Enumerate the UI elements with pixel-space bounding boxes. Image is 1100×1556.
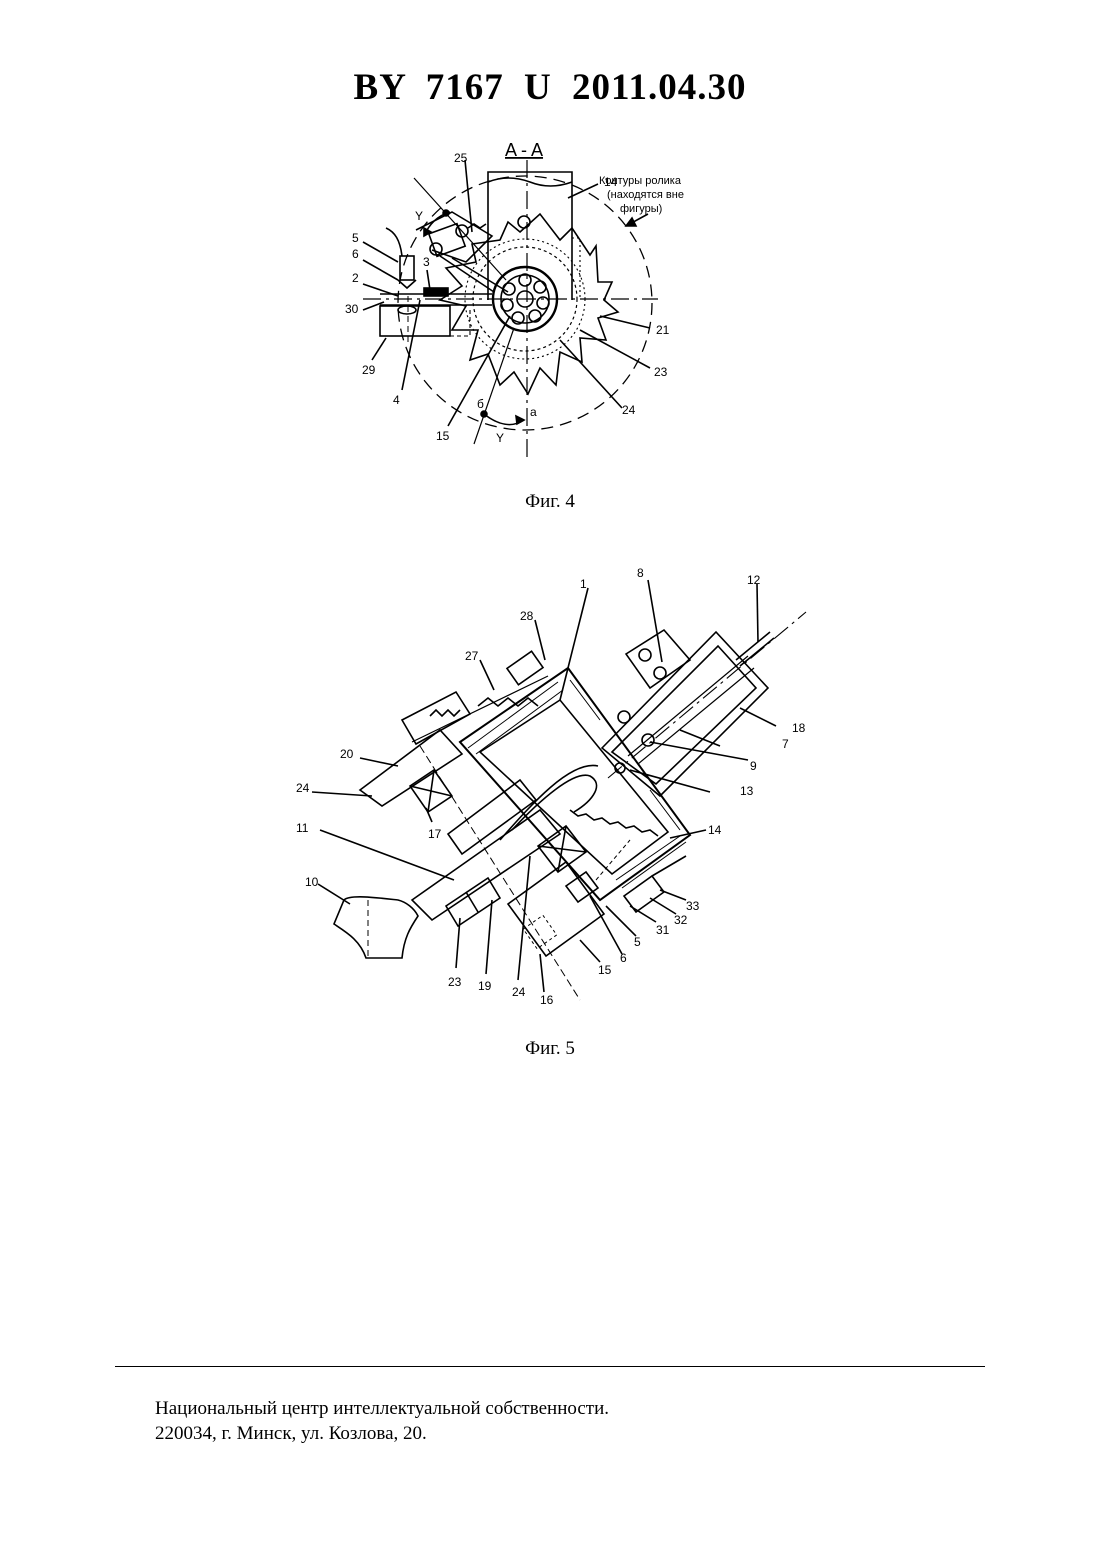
figure5-reference-label: 12 — [747, 573, 761, 587]
figure5-reference-label: 5 — [634, 935, 641, 949]
figure5-reference-label: 23 — [448, 975, 462, 989]
figure5-reference-label: 19 — [478, 979, 492, 993]
figure5-reference-label: 7 — [782, 737, 789, 751]
figure-5-drawing: 2818122720241711102319241615653132331413… — [290, 565, 820, 1015]
figure5-reference-label: 16 — [540, 993, 554, 1007]
figure5-reference-label: 1 — [580, 577, 587, 591]
figure5-reference-label: 10 — [305, 875, 319, 889]
figure5-reference-label: 15 — [598, 963, 612, 977]
figure5-reference-label: 11 — [296, 821, 309, 835]
figure-4-drawing: A - A Контуры ролика (находятся вне фигу… — [330, 130, 780, 465]
figure5-reference-label: 28 — [520, 609, 534, 623]
figure5-reference-label: 32 — [674, 913, 688, 927]
figure4-reference-label: 25 — [454, 151, 468, 165]
figure4-reference-label: а — [530, 405, 537, 419]
figure5-reference-label: 20 — [340, 747, 354, 761]
figure4-reference-label: Y — [415, 209, 423, 223]
figure4-reference-label: б — [477, 397, 484, 411]
figure4-reference-label: 23 — [654, 365, 668, 379]
figure5-reference-label: 24 — [296, 781, 310, 795]
figure5-reference-label: 33 — [686, 899, 700, 913]
figure4-reference-label: 29 — [362, 363, 376, 377]
figure4-reference-label: 30 — [345, 302, 359, 316]
document-header: BY 7167 U 2011.04.30 — [0, 66, 1100, 109]
figure4-reference-label: Y — [496, 431, 504, 445]
figure5-reference-label: 14 — [708, 823, 722, 837]
figure5-reference-label: 13 — [740, 784, 754, 798]
figure5-reference-label: 31 — [656, 923, 670, 937]
figure5-reference-label: 8 — [637, 566, 644, 580]
footer: Национальный центр интеллектуальной собс… — [155, 1396, 609, 1446]
figure-4-caption: Фиг. 4 — [0, 491, 1100, 513]
figure4-reference-label: 4 — [393, 393, 400, 407]
figure4-reference-label: 6 — [352, 247, 359, 261]
section-label: A - A — [505, 140, 543, 160]
fig4-annotation-line-3: фигуры) — [620, 203, 662, 215]
figure4-reference-label: 15 — [436, 429, 450, 443]
fig4-annotation-line-2: (находятся вне — [607, 189, 684, 201]
figure5-reference-label: 17 — [428, 827, 442, 841]
figure4-reference-label: 5 — [352, 231, 359, 245]
figure5-reference-label: 24 — [512, 985, 526, 999]
figure5-reference-label: 6 — [620, 951, 627, 965]
figure4-reference-label: 3 — [423, 255, 430, 269]
figure4-reference-label: 14 — [604, 175, 618, 189]
figure-5-caption: Фиг. 5 — [0, 1038, 1100, 1060]
figure5-reference-label: 9 — [750, 759, 757, 773]
figure4-reference-label: 21 — [656, 323, 670, 337]
figure5-reference-label: 18 — [792, 721, 806, 735]
footer-org-line: Национальный центр интеллектуальной собс… — [155, 1396, 609, 1421]
figure4-reference-label: 2 — [352, 271, 359, 285]
figure4-reference-label: 24 — [622, 403, 636, 417]
footer-address-line: 220034, г. Минск, ул. Козлова, 20. — [155, 1421, 609, 1446]
footer-divider — [115, 1366, 985, 1367]
figure5-reference-label: 27 — [465, 649, 479, 663]
